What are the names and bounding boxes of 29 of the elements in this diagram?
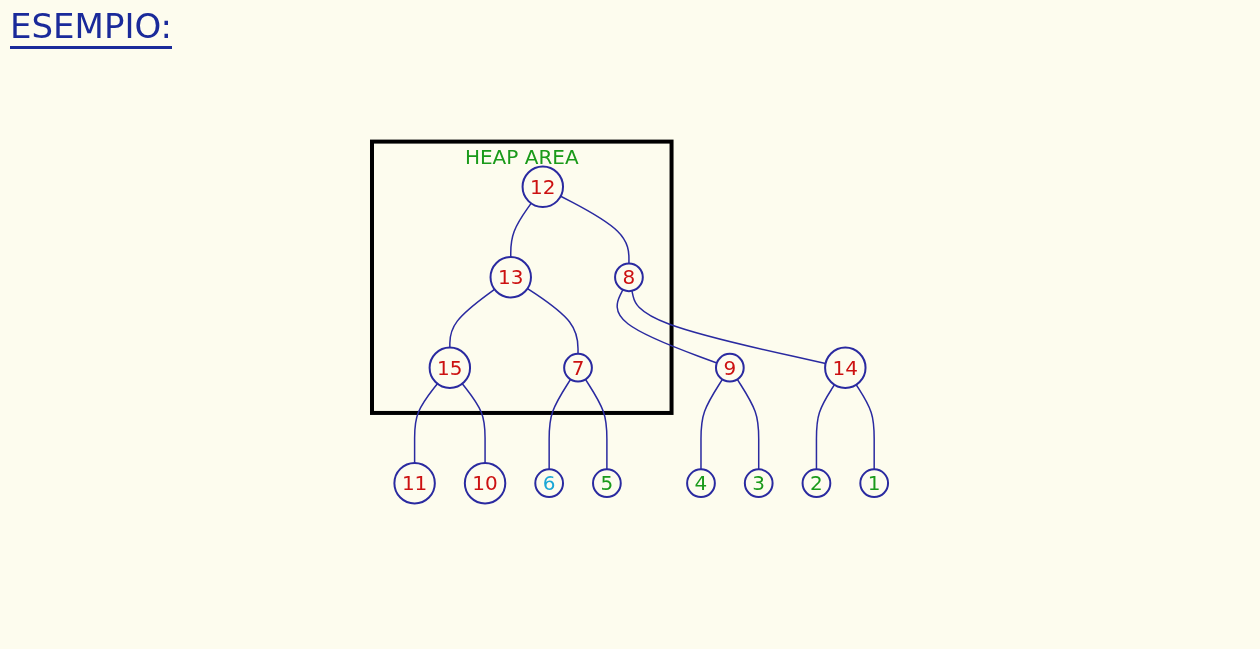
connector xyxy=(559,195,630,265)
node-circle: 14 xyxy=(824,346,867,389)
connector xyxy=(413,382,439,464)
node-circle: 4 xyxy=(686,468,716,499)
node-circle: 11 xyxy=(393,461,436,505)
connector xyxy=(616,289,718,364)
connector xyxy=(526,287,579,355)
example-label: ESEMPIO: xyxy=(10,6,173,49)
connector xyxy=(548,378,572,471)
connector xyxy=(855,384,875,471)
connector xyxy=(461,382,486,464)
connector xyxy=(509,202,532,258)
node-circle: 9 xyxy=(714,352,745,383)
node-circle: 6 xyxy=(534,468,564,499)
connector xyxy=(449,288,496,349)
node-circle: 1 xyxy=(859,468,889,499)
node-circle: 10 xyxy=(463,461,507,505)
node-circle: 7 xyxy=(563,352,593,383)
node-circle: 12 xyxy=(521,165,564,209)
connector xyxy=(736,378,760,471)
node-circle: 2 xyxy=(801,468,832,499)
node-circle: 5 xyxy=(592,468,622,499)
connector xyxy=(584,378,608,471)
node-circle: 13 xyxy=(489,256,532,299)
connector xyxy=(700,378,724,471)
node-circle: 8 xyxy=(614,262,644,293)
node-circle: 15 xyxy=(428,346,472,389)
connector xyxy=(815,384,836,471)
node-circle: 3 xyxy=(743,468,774,499)
